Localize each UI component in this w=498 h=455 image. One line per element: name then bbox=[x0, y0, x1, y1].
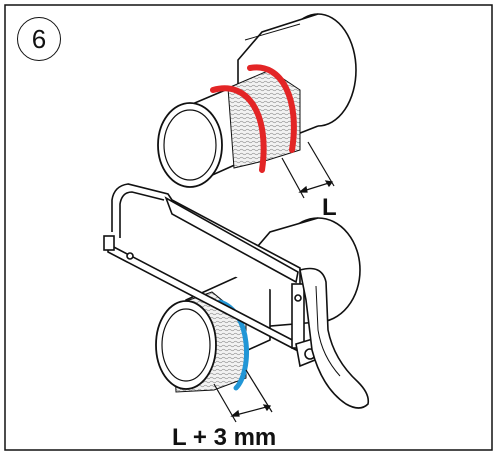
cut-length-label: L + 3 mm bbox=[172, 424, 277, 451]
figure-border bbox=[4, 4, 493, 451]
marking-ring-top-rear bbox=[247, 64, 297, 153]
dimension-l bbox=[281, 141, 335, 199]
step-number-badge: 6 bbox=[17, 17, 61, 61]
hacksaw-icon bbox=[103, 183, 370, 409]
top-pipe-assembly bbox=[157, 13, 357, 199]
length-label: L bbox=[322, 194, 337, 221]
bottom-pipe-assembly bbox=[155, 217, 361, 423]
dimension-l-3mm bbox=[213, 369, 273, 423]
marking-ring-top-front bbox=[210, 85, 267, 173]
